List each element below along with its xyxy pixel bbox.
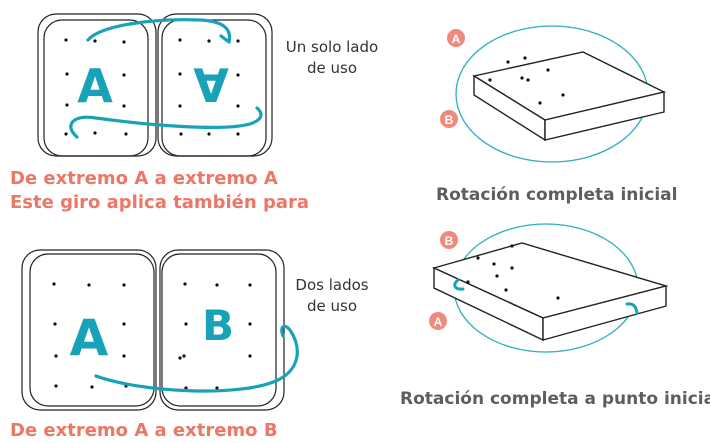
badge-b-circle <box>440 110 458 128</box>
rotation-arrow-two-sides <box>94 324 299 393</box>
tuft-dots-4 <box>466 244 560 300</box>
mattress-side-face-right <box>544 91 665 141</box>
badge-a2-circle <box>429 312 447 330</box>
mattress-b-outline <box>161 253 277 407</box>
caption-rotation-initial: Rotación completa inicial <box>436 185 678 205</box>
mattress-back-outline-2 <box>21 249 157 411</box>
letter-a-two-sides: A <box>70 309 109 367</box>
letter-a-rotated: ∀ <box>193 59 229 113</box>
mattress-a-outline <box>29 253 155 407</box>
note-one-side-line2: de uso <box>306 59 358 77</box>
caption-rotation-return: Rotación completa a punto inicial <box>400 389 710 409</box>
rotation-arrow-right <box>625 302 639 315</box>
note-one-side-line1: Un solo lado <box>285 38 379 56</box>
badge-b2: B <box>445 234 454 248</box>
badge-b2-circle <box>440 231 458 249</box>
two-sides-mattress-group <box>21 249 299 411</box>
badge-b: B <box>445 113 454 127</box>
badge-a: A <box>452 32 461 46</box>
mattress-left-outline <box>43 19 149 157</box>
tuft-dots-3 <box>488 56 565 105</box>
rotation-arrow-top <box>86 18 232 44</box>
note-two-sides: Dos lados de uso <box>290 275 374 317</box>
badge-a2: A <box>434 315 443 329</box>
letter-b-two-sides: B <box>202 301 234 350</box>
tuft-dots <box>64 38 240 136</box>
tuft-dots-2 <box>52 282 252 390</box>
note-two-sides-line2: de uso <box>306 297 358 315</box>
rotation-top-group: A B <box>440 25 667 163</box>
note-one-side: Un solo lado de uso <box>280 37 384 79</box>
caption-a-to-a: De extremo A a extremo A <box>10 168 278 189</box>
mattress-b-back-outline <box>159 249 285 411</box>
caption-a-to-b: De extremo A a extremo B <box>10 420 278 441</box>
rotation-bottom-group: B A <box>429 223 669 353</box>
badge-a-circle <box>447 29 465 47</box>
letter-a-one-side: A <box>77 59 113 113</box>
rotation-arrow-left <box>453 278 465 291</box>
one-side-mattress-group <box>37 13 273 157</box>
mattress-right-outline <box>161 19 267 157</box>
rotation-arrow-bottom <box>69 106 263 139</box>
caption-applies-also: Este giro aplica también para <box>10 192 310 213</box>
mattress-side-face-right-2 <box>542 285 667 341</box>
note-two-sides-line1: Dos lados <box>295 276 369 294</box>
